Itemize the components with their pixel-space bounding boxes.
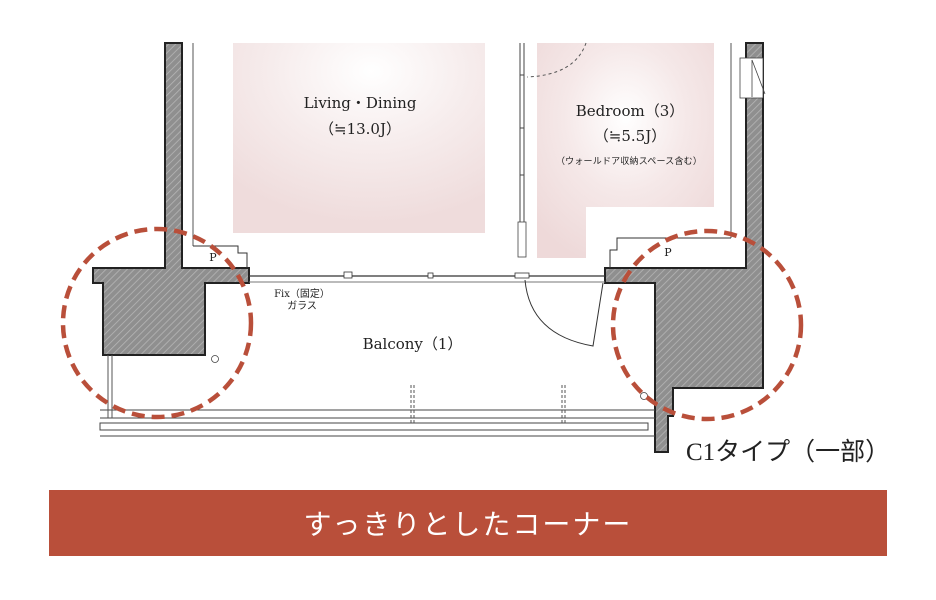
bedroom-area-label: （≒5.5J） — [593, 127, 667, 145]
fix-glass-label-line2: ガラス — [287, 301, 317, 312]
pipe-space-right: P — [664, 246, 672, 259]
pipe-space-left: P — [209, 251, 217, 264]
bedroom-name: Bedroom（3） — [575, 102, 685, 120]
living-room-area — [233, 43, 485, 233]
bedroom-note: （ウォールドア収納スペース含む） — [555, 157, 703, 167]
balcony-name: Balcony（1） — [362, 335, 463, 353]
highlight-circle-right — [610, 228, 804, 422]
door-swing — [524, 279, 604, 347]
living-room-name: Living・Dining — [303, 94, 417, 112]
living-room-area-label: （≒13.0J） — [319, 120, 401, 138]
bedroom-area — [537, 43, 714, 258]
highlight-circle-left — [60, 226, 254, 420]
left-wall — [92, 42, 250, 356]
unit-type-label: C1タイプ（一部） — [686, 439, 891, 466]
caption-banner: すっきりとしたコーナー — [49, 490, 887, 556]
drain-left — [211, 355, 219, 363]
right-wall — [604, 42, 764, 453]
caption-banner-text: すっきりとしたコーナー — [303, 508, 633, 541]
fix-glass-label-line1: Fix（固定） — [274, 289, 330, 300]
